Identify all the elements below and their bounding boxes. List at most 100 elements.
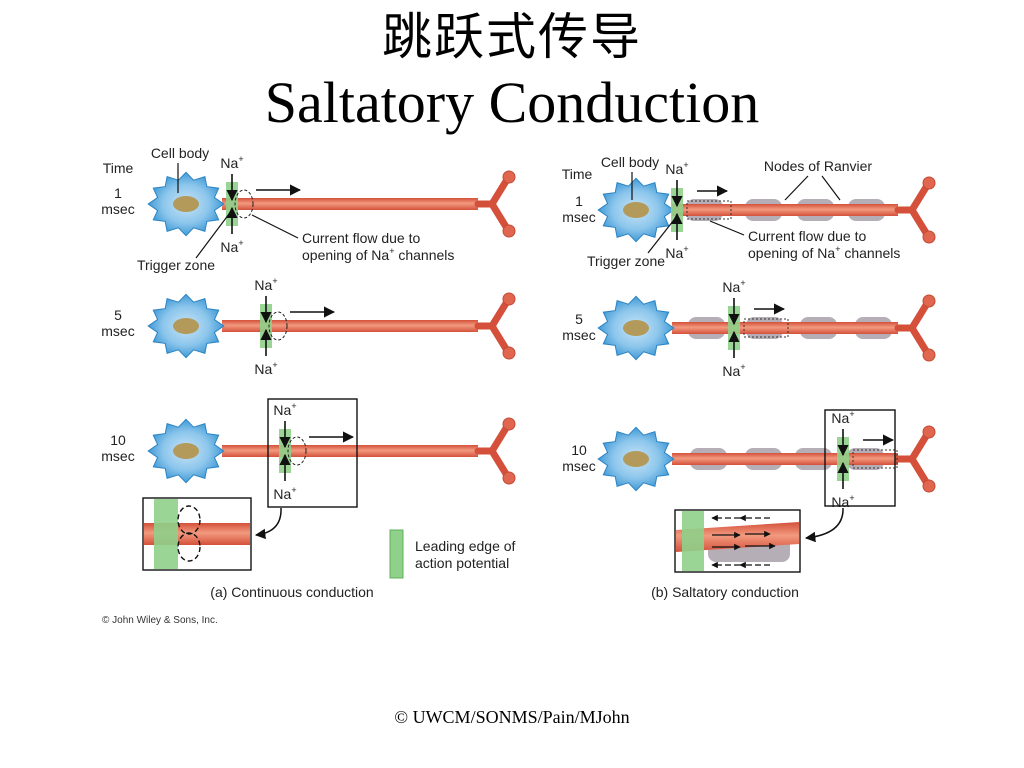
na-ion-label-top: Na+ (273, 401, 296, 418)
axon-terminal-upper (894, 298, 932, 332)
nodes-pointer (821, 175, 841, 201)
axon-shaft (672, 453, 898, 465)
current-flow-pointer (251, 214, 299, 239)
axon (222, 417, 516, 485)
na-ion-label-top: Na+ (722, 278, 745, 295)
nucleus (173, 318, 199, 334)
na-ion-label-top: Na+ (220, 154, 243, 171)
axon (222, 292, 516, 360)
cell-body-label: Cell body (601, 154, 659, 170)
time-value: 1 (114, 185, 122, 201)
time-value: 5 (575, 311, 583, 327)
cell-body (597, 295, 675, 361)
synaptic-knob (502, 170, 516, 184)
inset-current-loop (177, 532, 201, 562)
nucleus (623, 320, 649, 336)
footer-credit: © UWCM/SONMS/Pain/MJohn (394, 707, 630, 727)
axon-shaft (222, 445, 478, 457)
na-ion-label-top: Na+ (254, 276, 277, 293)
na-ion-label-bottom: Na+ (831, 493, 854, 510)
synaptic-knob (502, 471, 516, 485)
nucleus (173, 443, 199, 459)
na-ion-label-bottom: Na+ (254, 360, 277, 377)
axon-shaft (672, 322, 898, 334)
cell-body (597, 177, 675, 243)
na-ion-label-bottom: Na+ (220, 238, 243, 255)
title-english: Saltatory Conduction (264, 70, 760, 135)
current-flow-pointer (709, 220, 745, 236)
synaptic-knob (502, 346, 516, 360)
synaptic-knob (922, 230, 936, 244)
axon (672, 294, 936, 362)
nucleus (173, 196, 199, 212)
time-unit: msec (101, 448, 134, 464)
legend-line2: action potential (415, 555, 509, 571)
title-chinese: 跳跃式传导 (382, 8, 642, 66)
nodes-pointer (784, 175, 809, 201)
caption-saltatory: (b) Saltatory conduction (651, 584, 799, 600)
na-ion-label-top: Na+ (831, 409, 854, 426)
synaptic-knob (922, 425, 936, 439)
legend-swatch (389, 529, 404, 579)
magnified-inset-continuous (142, 497, 252, 571)
zoom-box (824, 409, 896, 507)
axon-terminal-upper (474, 296, 512, 330)
time-value: 1 (575, 193, 583, 209)
inset-leading-edge (154, 499, 178, 569)
na-ion-label-bottom: Na+ (273, 485, 296, 502)
cell-body (147, 171, 225, 237)
magnify-arrow (254, 507, 282, 540)
synaptic-knob (922, 294, 936, 308)
time-value: 5 (114, 307, 122, 323)
current-loop (686, 200, 732, 220)
current-loop (234, 189, 254, 219)
current-loop (268, 311, 288, 341)
synaptic-knob (502, 417, 516, 431)
time-header: Time (103, 160, 134, 176)
legend-line1: Leading edge of (415, 538, 516, 554)
synaptic-knob (922, 479, 936, 493)
current-loop (287, 436, 307, 466)
time-value: 10 (571, 442, 587, 458)
inset-current-loop (177, 505, 201, 535)
current-flow-label-line1: Current flow due to (748, 228, 866, 244)
axon (222, 170, 516, 238)
time-unit: msec (101, 201, 134, 217)
na-ion-label-bottom: Na+ (665, 244, 688, 261)
time-header: Time (562, 166, 593, 182)
na-ion-label-top: Na+ (665, 160, 688, 177)
trigger-zone-pointer (195, 209, 233, 259)
time-unit: msec (562, 209, 595, 225)
axon-terminal-upper (474, 421, 512, 455)
magnify-arrow (804, 507, 844, 543)
current-flow-label-line1: Current flow due to (302, 230, 420, 246)
axon-terminal-upper (894, 180, 932, 214)
zoom-box (267, 398, 358, 508)
synaptic-knob (502, 292, 516, 306)
axon-terminal-upper (894, 429, 932, 463)
nucleus (623, 202, 649, 218)
nucleus (623, 451, 649, 467)
time-unit: msec (562, 327, 595, 343)
caption-continuous: (a) Continuous conduction (210, 584, 373, 600)
panel-saltatory: Time1msecNa+Na+5msecNa+Na+10msecNa+Na+Ce… (562, 154, 936, 600)
axon (672, 176, 936, 244)
current-loop (852, 449, 898, 469)
axon-terminal-upper (474, 174, 512, 208)
synaptic-knob (502, 224, 516, 238)
axon-shaft (222, 320, 478, 332)
publisher-credit: © John Wiley & Sons, Inc. (102, 615, 218, 626)
nodes-of-ranvier-label: Nodes of Ranvier (764, 158, 873, 174)
time-value: 10 (110, 432, 126, 448)
trigger-zone-label: Trigger zone (587, 253, 665, 269)
cell-body (147, 418, 225, 484)
time-unit: msec (562, 458, 595, 474)
panel-continuous: Time1msecNa+Na+5msecNa+Na+10msecNa+Na+Ce… (101, 145, 515, 626)
current-flow-label-line2: opening of Na+ channels (748, 244, 900, 261)
